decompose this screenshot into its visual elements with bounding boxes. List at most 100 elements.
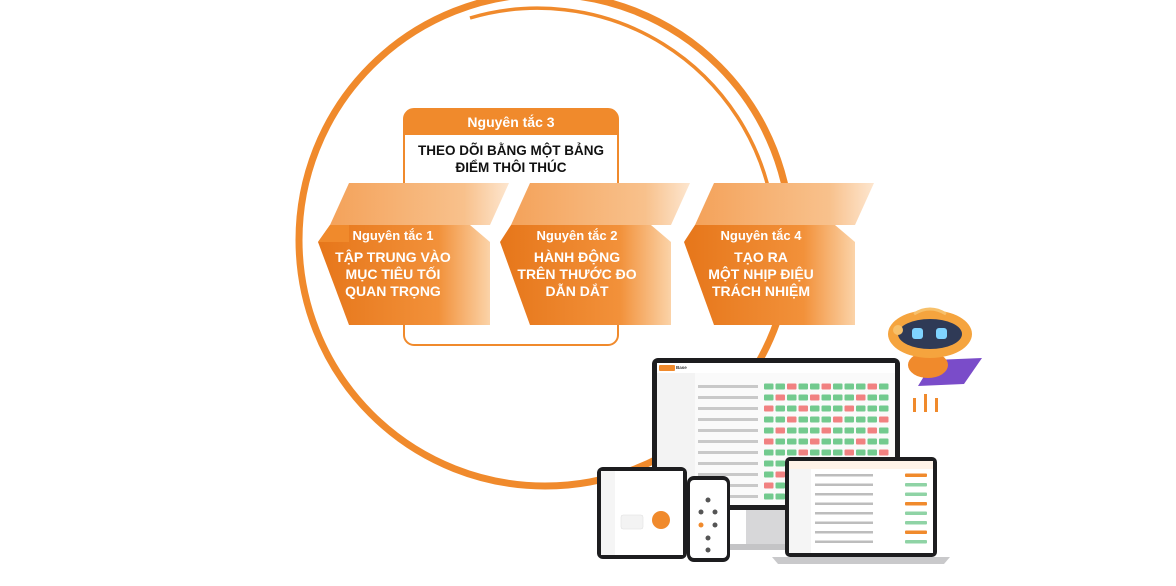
principle-2-card: Nguyên tắc 2 HÀNH ĐỘNG TRÊN THƯỚC ĐO DẪN…	[502, 228, 652, 300]
monitor-status-cell	[867, 427, 877, 434]
principle-4-line-2: MỘT NHỊP ĐIỆU	[708, 266, 814, 282]
monitor-status-cell	[764, 438, 774, 445]
monitor-status-cell	[775, 405, 785, 412]
monitor-status-cell	[833, 449, 843, 456]
monitor-row-text	[698, 429, 758, 432]
monitor-status-cell	[764, 405, 774, 412]
monitor-status-cell	[821, 383, 831, 390]
monitor-status-cell	[821, 405, 831, 412]
monitor-status-cell	[879, 405, 889, 412]
chevron-principle-2	[500, 183, 690, 325]
laptop-row-text	[815, 521, 873, 524]
monitor-status-cell	[764, 482, 774, 489]
monitor-row-text	[698, 396, 758, 399]
principle-2-label: Nguyên tắc 2	[536, 228, 618, 243]
monitor-status-cell	[798, 438, 808, 445]
monitor-status-cell	[787, 405, 797, 412]
monitor-status-cell	[810, 416, 820, 423]
monitor-status-cell	[821, 416, 831, 423]
laptop-row-text	[815, 483, 873, 486]
monitor-status-cell	[833, 416, 843, 423]
principle-1-line-1: TẬP TRUNG VÀO	[335, 249, 451, 265]
monitor-status-cell	[810, 405, 820, 412]
monitor-row-text	[698, 462, 758, 465]
monitor-status-cell	[856, 394, 866, 401]
monitor-status-cell	[856, 416, 866, 423]
monitor-status-cell	[810, 449, 820, 456]
laptop-row-badge	[905, 502, 927, 506]
principle-2-line-2: TRÊN THƯỚC ĐO	[517, 266, 637, 282]
monitor-status-cell	[867, 394, 877, 401]
monitor-status-cell	[764, 493, 774, 500]
principle-4-line-3: TRÁCH NHIỆM	[712, 283, 810, 299]
monitor-status-cell	[775, 394, 785, 401]
monitor-status-cell	[775, 482, 785, 489]
monitor-status-cell	[867, 383, 877, 390]
laptop-row-text	[815, 493, 873, 496]
monitor-row-text	[698, 451, 758, 454]
monitor-status-cell	[810, 394, 820, 401]
monitor-status-cell	[798, 416, 808, 423]
monitor-row-text	[698, 385, 758, 388]
principle-1-line-2: MỤC TIÊU TỐI	[345, 266, 441, 282]
monitor-status-cell	[879, 427, 889, 434]
phone-device	[687, 476, 730, 562]
monitor-status-cell	[764, 449, 774, 456]
monitor-status-cell	[775, 427, 785, 434]
monitor-status-cell	[775, 471, 785, 478]
laptop-row-badge	[905, 511, 927, 515]
monitor-status-cell	[798, 449, 808, 456]
monitor-status-cell	[821, 438, 831, 445]
monitor-status-cell	[844, 416, 854, 423]
monitor-status-cell	[787, 427, 797, 434]
laptop-list	[815, 473, 927, 544]
monitor-status-cell	[810, 438, 820, 445]
monitor-status-cell	[764, 394, 774, 401]
laptop-row-badge	[905, 521, 927, 525]
monitor-status-cell	[856, 438, 866, 445]
monitor-status-cell	[775, 493, 785, 500]
monitor-status-cell	[833, 438, 843, 445]
monitor-status-cell	[798, 394, 808, 401]
monitor-status-cell	[833, 405, 843, 412]
monitor-status-cell	[844, 383, 854, 390]
monitor-status-cell	[867, 449, 877, 456]
monitor-status-cell	[764, 460, 774, 467]
monitor-status-cell	[879, 383, 889, 390]
monitor-status-cell	[879, 449, 889, 456]
monitor-status-cell	[764, 416, 774, 423]
monitor-status-cell	[867, 405, 877, 412]
monitor-status-cell	[856, 427, 866, 434]
monitor-status-cell	[867, 438, 877, 445]
monitor-status-cell	[844, 405, 854, 412]
monitor-status-cell	[821, 394, 831, 401]
monitor-status-cell	[775, 449, 785, 456]
monitor-status-cell	[821, 449, 831, 456]
monitor-status-cell	[833, 394, 843, 401]
laptop-row-badge	[905, 483, 927, 487]
principle-3-header	[404, 109, 618, 135]
monitor-status-cell	[856, 449, 866, 456]
principle-2-line-3: DẪN DẮT	[545, 283, 609, 299]
monitor-status-cell	[798, 383, 808, 390]
monitor-status-cell	[867, 416, 877, 423]
chevron-principle-1	[318, 183, 509, 325]
monitor-status-cell	[798, 405, 808, 412]
monitor-status-cell	[856, 405, 866, 412]
monitor-status-cell	[844, 427, 854, 434]
tablet-device	[597, 467, 687, 559]
principle-3-body: THEO DÕI BẰNG MỘT BẢNG ĐIỂM THÔI THÚC	[404, 142, 618, 176]
laptop-row-badge	[905, 492, 927, 496]
monitor-status-cell	[879, 438, 889, 445]
laptop-row-text	[815, 512, 873, 515]
principle-1-card: Nguyên tắc 1 TẬP TRUNG VÀO MỤC TIÊU TỐI …	[318, 228, 468, 300]
monitor-row-text	[698, 473, 758, 476]
laptop-row-badge	[905, 540, 927, 544]
laptop-row-badge	[905, 473, 927, 477]
monitor-status-cell	[833, 427, 843, 434]
monitor-status-cell	[844, 438, 854, 445]
monitor-status-cell	[879, 394, 889, 401]
laptop-device	[772, 457, 950, 564]
monitor-status-cell	[764, 471, 774, 478]
